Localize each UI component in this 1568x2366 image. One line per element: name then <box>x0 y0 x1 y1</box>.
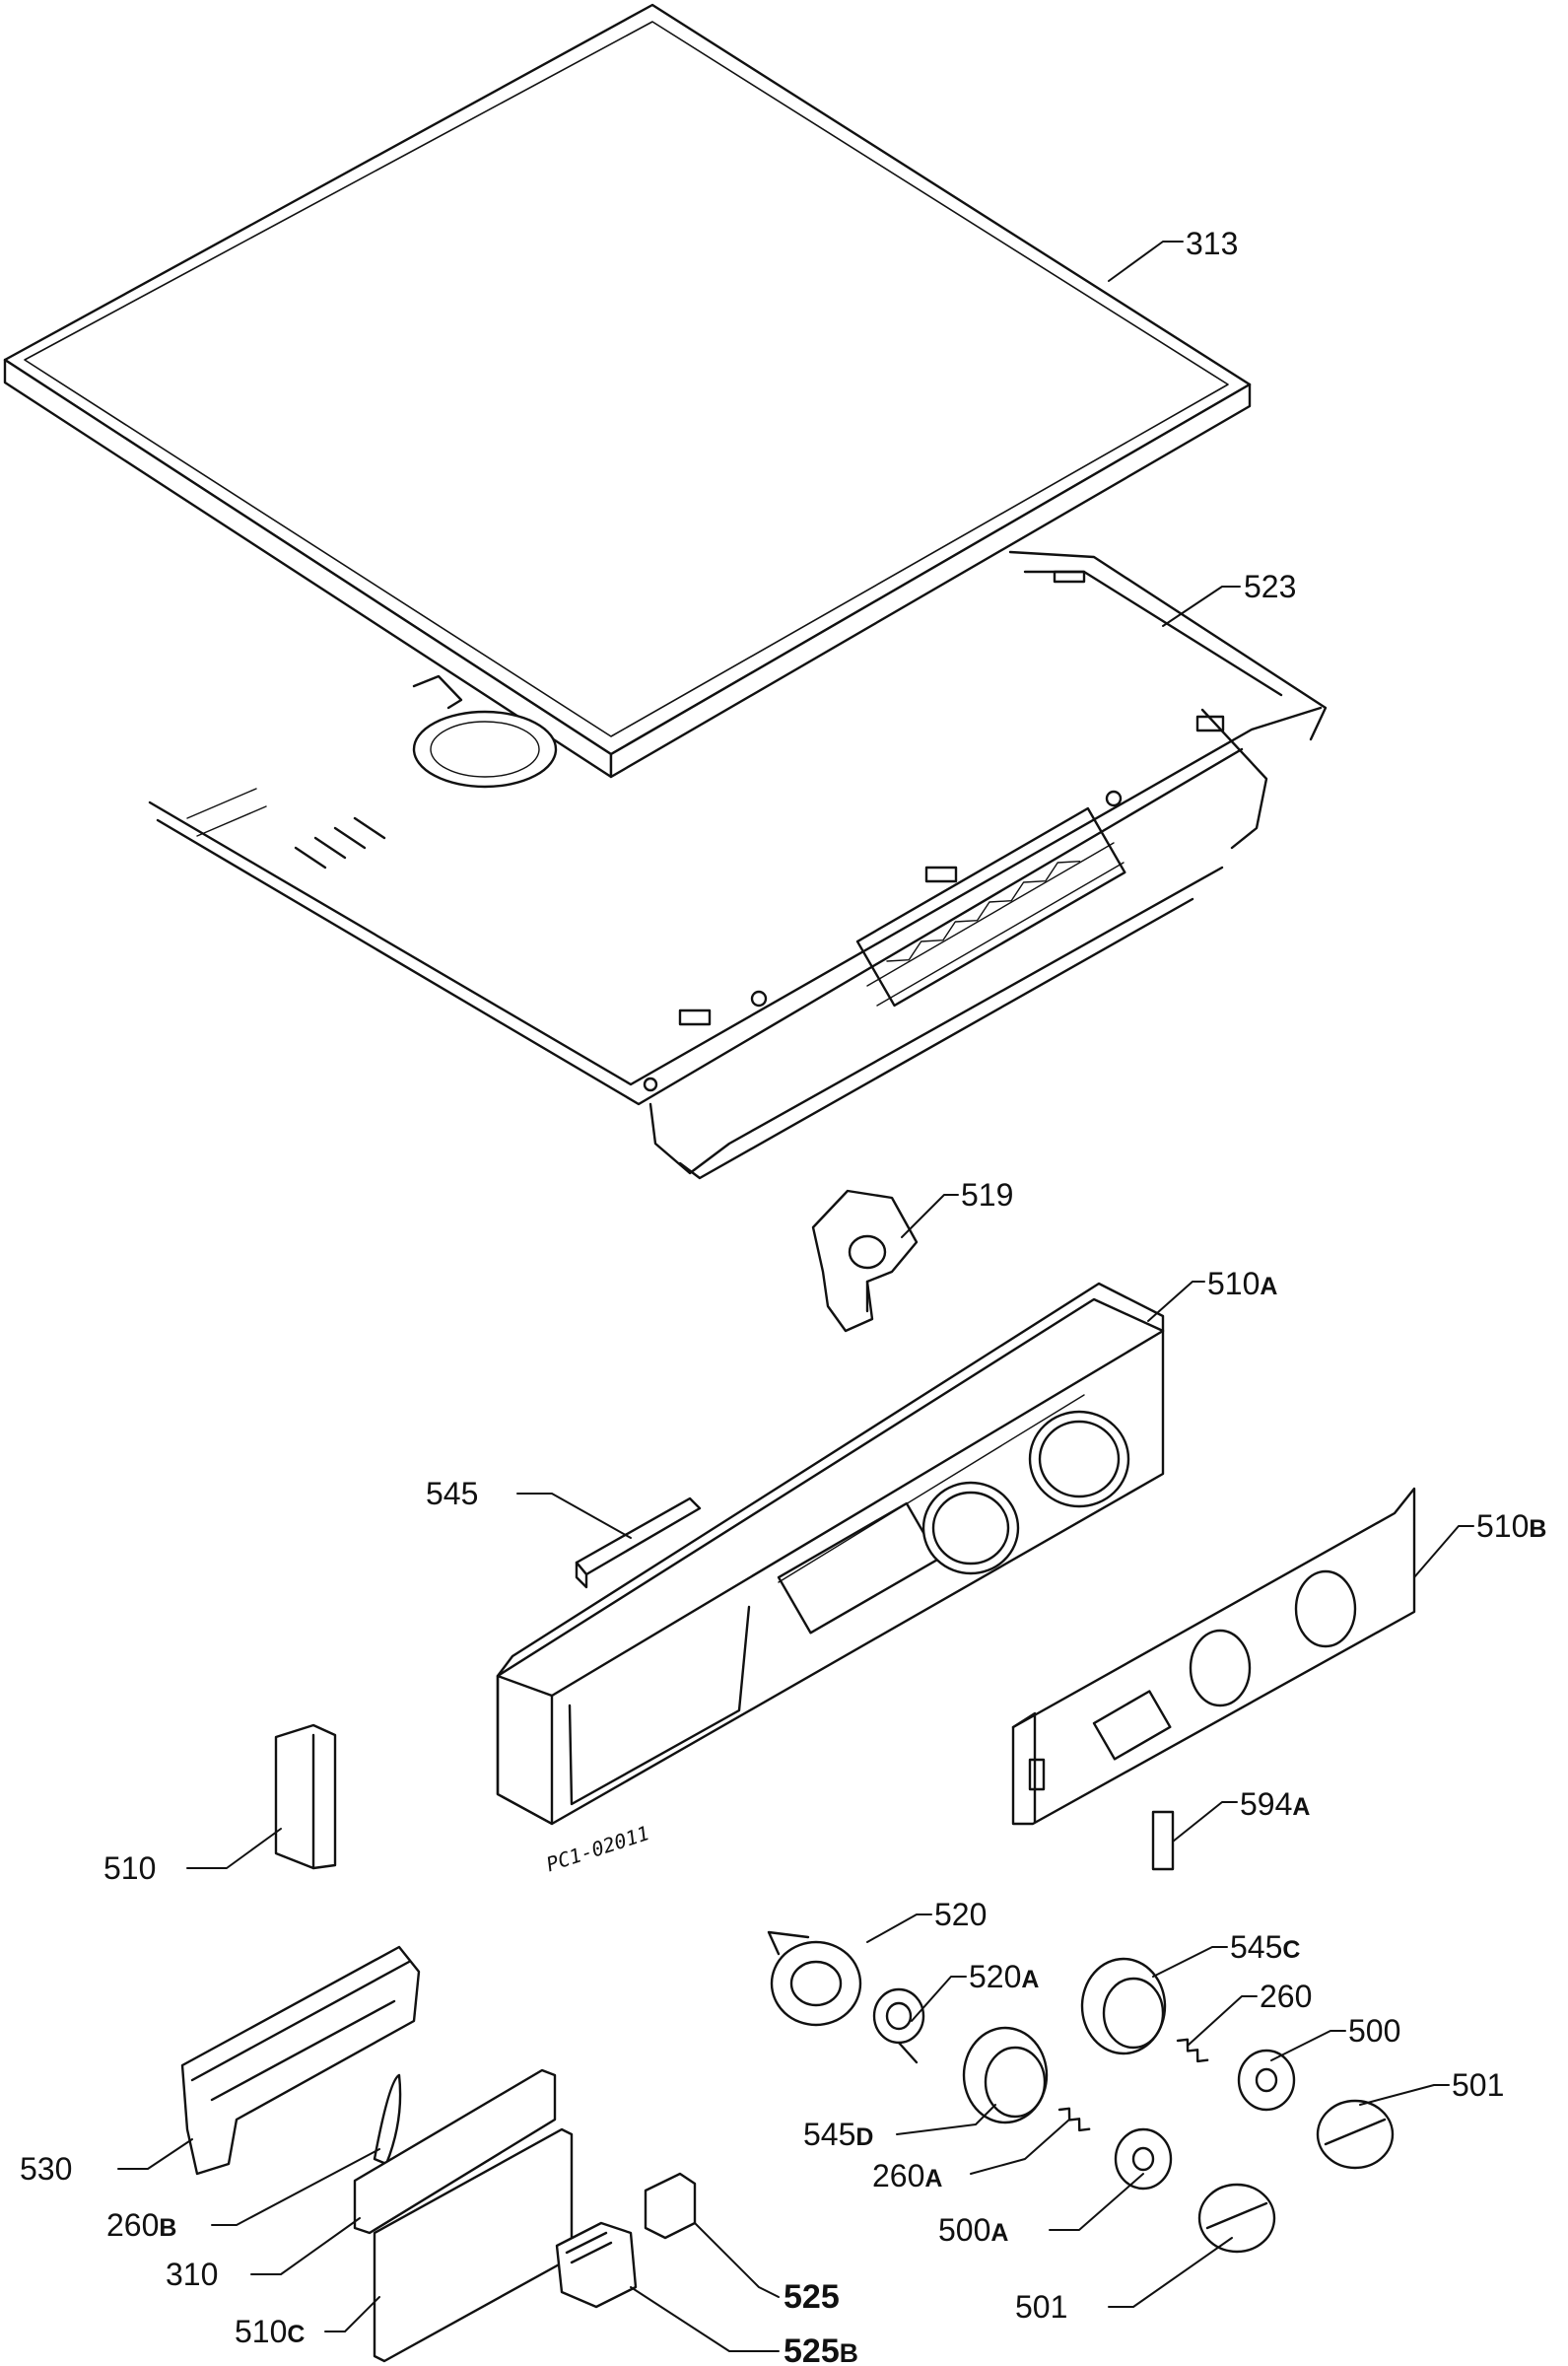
part-510A-panel <box>496 1282 1165 1826</box>
callout-313: 313 <box>1186 226 1239 261</box>
leader-lines <box>117 241 1474 2352</box>
part-523-frame <box>148 550 1328 1180</box>
part-501-knob-b <box>1197 2183 1276 2254</box>
callout-501-upper: 501 <box>1452 2067 1505 2103</box>
part-545 <box>575 1496 702 1589</box>
part-260-spring <box>1176 2038 1209 2063</box>
callout-510B: 510B <box>1476 1508 1547 1544</box>
callout-501-lower: 501 <box>1015 2289 1068 2325</box>
callout-260: 260 <box>1260 1979 1313 2014</box>
callout-594A: 594A <box>1240 1786 1311 1822</box>
callout-500: 500 <box>1348 2013 1401 2049</box>
part-500 <box>1237 2049 1296 2112</box>
callout-500A: 500A <box>938 2212 1009 2248</box>
part-520 <box>767 1930 862 2027</box>
part-525-525B-switches <box>555 2172 697 2309</box>
callout-523: 523 <box>1244 569 1297 604</box>
callout-520: 520 <box>934 1897 988 1932</box>
part-500A <box>1114 2127 1173 2191</box>
part-594A <box>1151 1810 1175 1871</box>
callout-525: 525 <box>784 2278 840 2316</box>
part-545D <box>962 2026 1049 2124</box>
part-313-top-cover <box>3 3 1252 779</box>
part-530-handle <box>180 1945 421 2176</box>
part-510B-plate <box>1011 1487 1416 1826</box>
part-520A <box>872 1987 925 2064</box>
part-260B-clip <box>373 2073 402 2166</box>
callout-530: 530 <box>20 2151 73 2187</box>
callout-545: 545 <box>426 1476 479 1511</box>
callout-510C: 510C <box>235 2314 306 2349</box>
callout-510: 510 <box>103 1850 157 1886</box>
callout-260A: 260A <box>872 2158 943 2193</box>
part-310-part-510C <box>353 2068 574 2363</box>
callout-510A: 510A <box>1207 1266 1278 1301</box>
callout-520A: 520A <box>969 1959 1040 1994</box>
callout-260B: 260B <box>106 2207 177 2243</box>
part-260A-spring <box>1057 2107 1091 2132</box>
callout-525B: 525B <box>784 2332 858 2366</box>
part-545C <box>1080 1957 1167 2055</box>
callout-519: 519 <box>961 1177 1014 1213</box>
part-501-knob-a <box>1316 2099 1395 2170</box>
callout-310: 310 <box>166 2257 219 2292</box>
callout-545C: 545C <box>1230 1929 1301 1965</box>
part-519 <box>811 1189 919 1333</box>
part-510-bracket <box>274 1723 337 1870</box>
callout-545D: 545D <box>803 2117 874 2152</box>
